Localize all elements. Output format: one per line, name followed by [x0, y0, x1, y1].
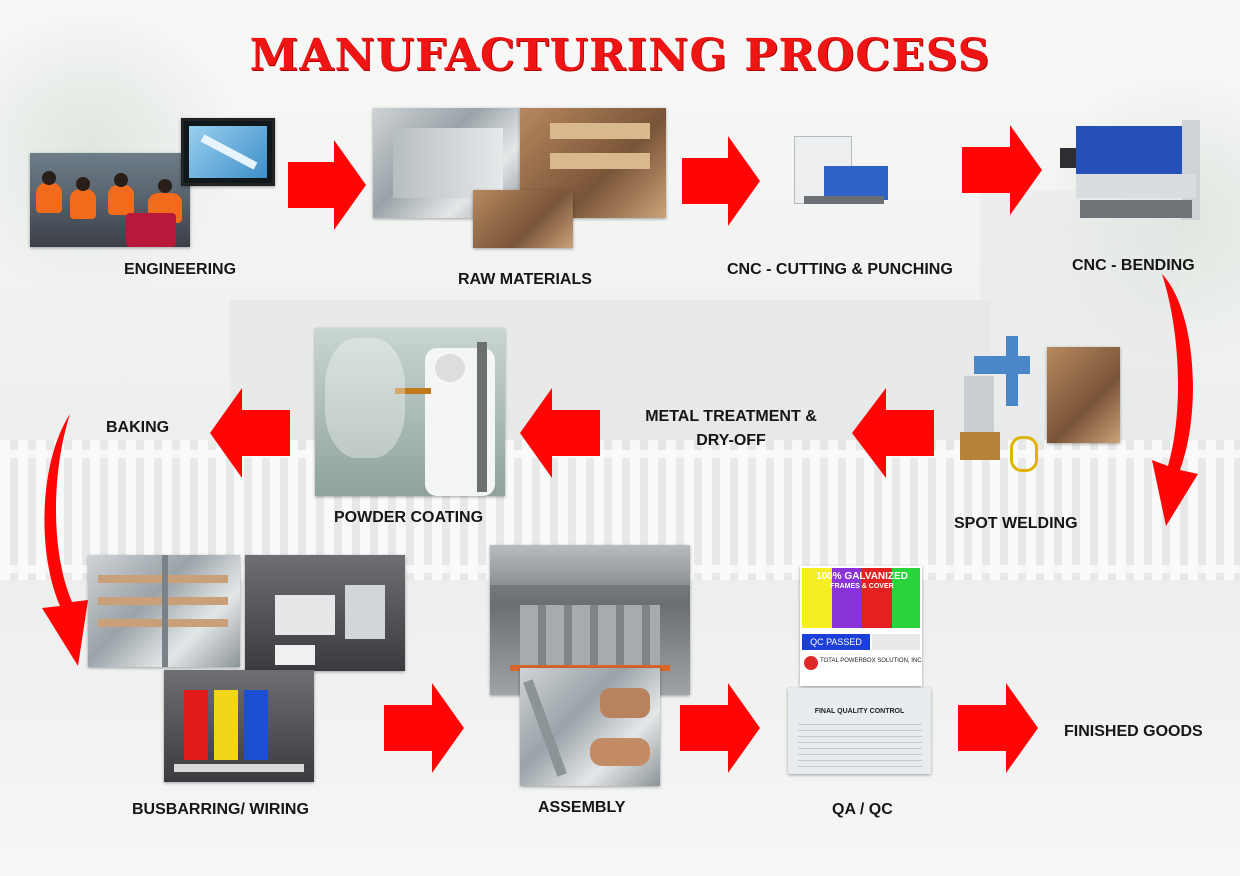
arrow-right-icon	[288, 140, 366, 230]
qc-label-sheet: 100% GALVANIZED FRAMES & COVER QC PASSED…	[800, 566, 922, 686]
busbarring-photo-colored-bars	[164, 670, 314, 782]
curved-arrow-down-icon	[42, 414, 88, 666]
arrow-left-icon	[852, 388, 934, 478]
arrow-left-icon	[520, 388, 600, 478]
label-cnc-cutting: CNC - CUTTING & PUNCHING	[727, 261, 953, 278]
cnc-cutting-photo	[784, 126, 890, 216]
assembly-photo-frame	[520, 668, 660, 786]
curved-arrow-down-icon	[1152, 274, 1198, 526]
company-logo-icon	[804, 656, 818, 670]
cnc-bending-photo	[1056, 118, 1202, 228]
label-metal-treatment-line2: DRY-OFF	[696, 432, 766, 449]
label-cnc-bending: CNC - BENDING	[1072, 257, 1195, 274]
qc-form-sheet: FINAL QUALITY CONTROL	[788, 688, 931, 774]
engineering-monitor	[181, 118, 275, 186]
arrow-right-icon	[680, 683, 760, 773]
fence-rail	[0, 450, 1240, 458]
label-raw-materials: RAW MATERIALS	[458, 271, 592, 288]
label-metal-treatment: METAL TREATMENT & DRY-OFF	[636, 405, 826, 453]
arrow-left-icon	[210, 388, 290, 478]
label-powder-coating: POWDER COATING	[334, 509, 484, 526]
label-baking: BAKING	[106, 419, 170, 436]
spot-welding-photo-machine	[954, 336, 1044, 476]
spot-welding-photo-closeup	[1047, 347, 1120, 443]
qc-galvanized-text: 100% GALVANIZED FRAMES & COVER	[816, 571, 908, 591]
label-finished-goods: FINISHED GOODS	[1064, 723, 1203, 740]
qc-passed-badge: QC PASSED	[802, 634, 870, 650]
arrow-right-icon	[958, 683, 1038, 773]
label-assembly: ASSEMBLY	[538, 799, 626, 816]
arrow-right-icon	[682, 136, 760, 226]
arrow-right-icon	[384, 683, 464, 773]
label-spot-welding: SPOT WELDING	[954, 515, 1078, 532]
wiring-photo-panel	[245, 555, 405, 671]
qc-form-title: FINAL QUALITY CONTROL	[814, 708, 905, 715]
qc-company-text: TOTAL POWERBOX SOLUTION, INC.	[820, 658, 922, 664]
engineering-photo	[30, 153, 190, 247]
arrow-right-icon	[962, 125, 1042, 215]
label-busbarring: BUSBARRING/ WIRING	[132, 801, 309, 818]
page-title: MANUFACTURING PROCESS	[249, 30, 991, 81]
powder-coating-photo	[315, 328, 505, 496]
label-metal-treatment-line1: METAL TREATMENT &	[645, 408, 817, 425]
raw-materials-photo-sheets	[373, 108, 523, 218]
busbarring-photo-bars	[88, 555, 240, 667]
label-engineering: ENGINEERING	[124, 261, 237, 278]
raw-materials-photo-copper	[473, 190, 573, 248]
label-qa-qc: QA / QC	[832, 801, 893, 818]
